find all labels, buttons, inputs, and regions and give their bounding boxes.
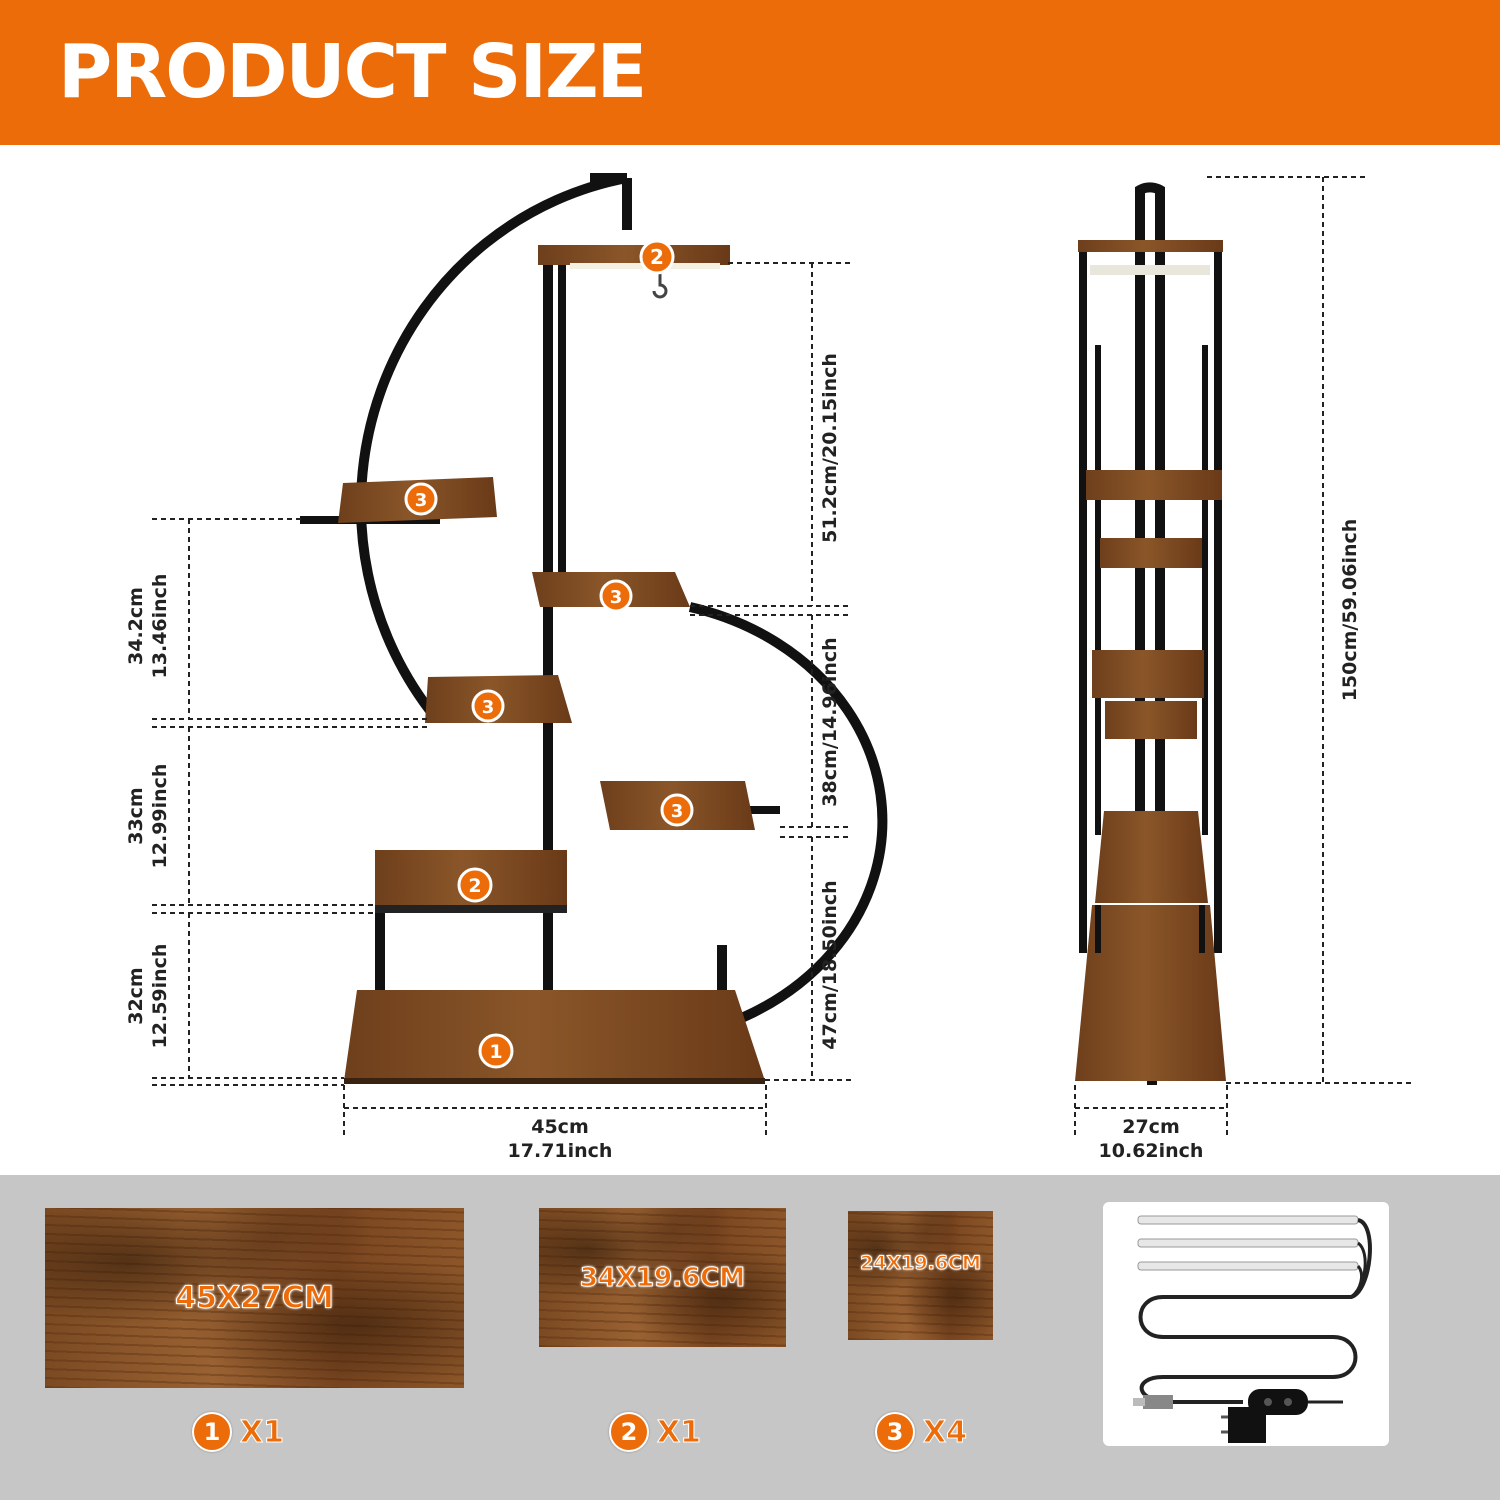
badge-upper-center-number: 3 — [610, 587, 623, 608]
panel-large-label: 45X27CM — [175, 1280, 335, 1316]
dim-depth-inch: 10.62inch — [1098, 1140, 1204, 1162]
dim-left-middle-inch: 12.99inch — [149, 763, 171, 869]
diagram-drawing: 2 3 3 3 3 2 1 — [152, 173, 1412, 1135]
dim-width-inch: 17.71inch — [507, 1140, 613, 1162]
badge-middle-right-number: 3 — [671, 801, 684, 822]
qty-medium-badge: 2 — [609, 1412, 649, 1452]
dim-middle-height: 38cm/14.96inch — [819, 637, 841, 807]
dim-left-upper-inch: 13.46inch — [149, 573, 171, 679]
dim-left-lower: 32cm 12.59inch — [124, 941, 176, 1051]
dim-left-middle: 33cm 12.99inch — [124, 761, 176, 871]
parts-section: 45X27CM 34X19.6CM 24X19.6CM 1 X1 2 X1 3 … — [0, 1175, 1500, 1500]
qty-small-badge: 3 — [875, 1412, 915, 1452]
panel-large: 45X27CM — [45, 1208, 464, 1388]
badge-top: 2 — [639, 239, 675, 275]
product-diagram: 2 3 3 3 3 2 1 — [0, 145, 1500, 1175]
qty-large-badge: 1 — [192, 1412, 232, 1452]
qty-small-text: X4 — [922, 1414, 968, 1450]
dim-left-lower-cm: 32cm — [125, 967, 147, 1025]
badge-lower-left-number: 2 — [468, 875, 481, 897]
qty-large-text: X1 — [239, 1414, 285, 1450]
qty-medium: 2 X1 — [609, 1412, 702, 1452]
qty-small: 3 X4 — [875, 1412, 968, 1452]
badge-lower-left: 2 — [457, 867, 493, 903]
badge-upper-left: 3 — [404, 482, 438, 516]
panel-medium-label: 34X19.6CM — [579, 1262, 746, 1293]
dim-left-upper: 34.2cm 13.46inch — [124, 571, 176, 681]
dim-depth: 27cm 10.62inch — [1076, 1115, 1226, 1163]
dim-left-upper-cm: 34.2cm — [125, 587, 147, 665]
front-view: 2 3 3 3 3 2 1 — [152, 173, 888, 1135]
side-shelf-3 — [1092, 650, 1204, 698]
side-shelf-1 — [1086, 470, 1222, 500]
side-shelf-2 — [1100, 538, 1202, 568]
badge-middle-left-number: 3 — [482, 697, 495, 718]
badge-top-number: 2 — [650, 245, 664, 269]
badge-middle-right: 3 — [660, 793, 694, 827]
led-light-kit — [1103, 1202, 1389, 1446]
led-light-kit-icon — [1133, 1215, 1372, 1443]
badge-upper-left-number: 3 — [415, 490, 428, 511]
frame-arc-left — [356, 173, 632, 721]
front-dimension-lines — [152, 262, 852, 1135]
badge-upper-center: 3 — [599, 579, 633, 613]
side-shelf-base — [1075, 905, 1226, 1081]
panel-small-label: 24X19.6CM — [860, 1251, 982, 1274]
shelf-base — [344, 990, 765, 1081]
badge-base: 1 — [478, 1033, 514, 1069]
qty-medium-text: X1 — [656, 1414, 702, 1450]
side-shelf-top — [1078, 240, 1223, 252]
dim-left-lower-inch: 12.59inch — [149, 943, 171, 1049]
badge-middle-left: 3 — [471, 689, 505, 723]
page-title: PRODUCT SIZE — [58, 29, 647, 115]
side-view — [1074, 176, 1412, 1135]
side-dimension-lines — [1074, 176, 1412, 1135]
dim-lower-height: 47cm/18.50inch — [819, 880, 841, 1050]
dim-top-height: 51.2cm/20.15inch — [819, 353, 841, 543]
shelf-top — [538, 245, 730, 265]
side-arch — [1135, 182, 1165, 845]
panel-small: 24X19.6CM — [848, 1211, 993, 1340]
dim-depth-cm: 27cm — [1122, 1116, 1180, 1138]
dim-total-height: 150cm/59.06inch — [1339, 518, 1361, 702]
side-shelf-4 — [1105, 701, 1197, 739]
qty-large: 1 X1 — [192, 1412, 285, 1452]
dim-width: 45cm 17.71inch — [460, 1115, 660, 1163]
badge-base-number: 1 — [489, 1041, 502, 1063]
header-banner: PRODUCT SIZE — [0, 0, 1500, 145]
dim-width-cm: 45cm — [531, 1116, 589, 1138]
dim-left-middle-cm: 33cm — [125, 787, 147, 845]
side-shelf-5 — [1095, 811, 1208, 903]
panel-medium: 34X19.6CM — [539, 1208, 786, 1347]
